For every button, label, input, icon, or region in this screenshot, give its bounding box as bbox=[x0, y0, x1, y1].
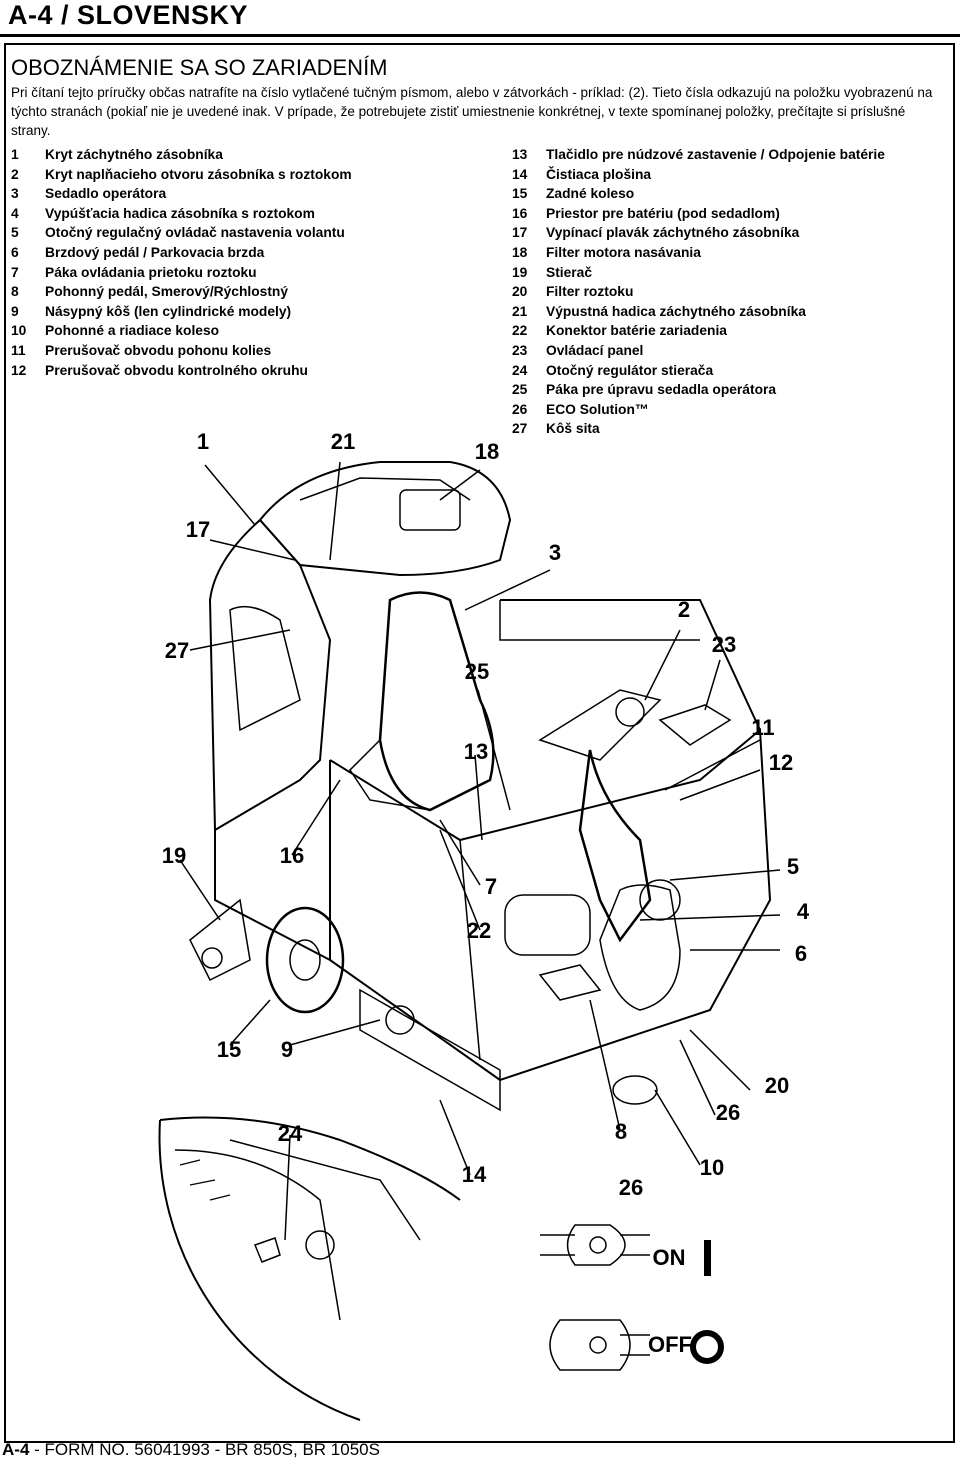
content-frame bbox=[4, 43, 955, 1443]
callout-6: 6 bbox=[794, 941, 808, 966]
callout-3: 3 bbox=[548, 540, 562, 565]
callout-16: 16 bbox=[279, 843, 305, 868]
callout-21: 21 bbox=[330, 429, 356, 454]
callout-1: 1 bbox=[196, 429, 210, 454]
switch-off-label: OFF bbox=[648, 1332, 692, 1357]
footer: A-4 - FORM NO. 56041993 - BR 850S, BR 10… bbox=[2, 1440, 380, 1460]
callout-17: 17 bbox=[185, 517, 211, 542]
section-title: OBOZNÁMENIE SA SO ZARIADENÍM bbox=[11, 55, 388, 80]
callout-2: 2 bbox=[677, 597, 691, 622]
callout-7: 7 bbox=[484, 874, 498, 899]
callout-25: 25 bbox=[464, 659, 490, 684]
callout-26-switch: 26 bbox=[618, 1175, 644, 1200]
callout-19: 19 bbox=[161, 843, 187, 868]
callout-12: 12 bbox=[768, 750, 794, 775]
page-header-title: A-4 / SLOVENSKY bbox=[8, 0, 249, 30]
callout-9: 9 bbox=[280, 1037, 294, 1062]
switch-on-label: ON bbox=[652, 1245, 686, 1270]
callout-23: 23 bbox=[711, 632, 737, 657]
callout-4: 4 bbox=[796, 899, 810, 924]
callout-15: 15 bbox=[216, 1037, 242, 1062]
callout-22: 22 bbox=[466, 918, 492, 943]
callout-11: 11 bbox=[751, 715, 775, 740]
header-rule bbox=[0, 34, 960, 37]
callout-26: 26 bbox=[715, 1100, 741, 1125]
callout-18: 18 bbox=[474, 439, 500, 464]
callout-8: 8 bbox=[614, 1119, 628, 1144]
callout-5: 5 bbox=[786, 854, 800, 879]
callout-24: 24 bbox=[277, 1121, 303, 1146]
callout-13: 13 bbox=[463, 739, 489, 764]
callout-10: 10 bbox=[699, 1155, 725, 1180]
footer-page: A-4 bbox=[2, 1440, 30, 1459]
intro-paragraph: Pri čítaní tejto príručky občas natrafít… bbox=[11, 85, 933, 138]
callout-27: 27 bbox=[164, 638, 190, 663]
callout-14: 14 bbox=[461, 1162, 487, 1187]
callout-20: 20 bbox=[764, 1073, 790, 1098]
footer-form: - FORM NO. 56041993 - BR 850S, BR 1050S bbox=[29, 1440, 380, 1459]
